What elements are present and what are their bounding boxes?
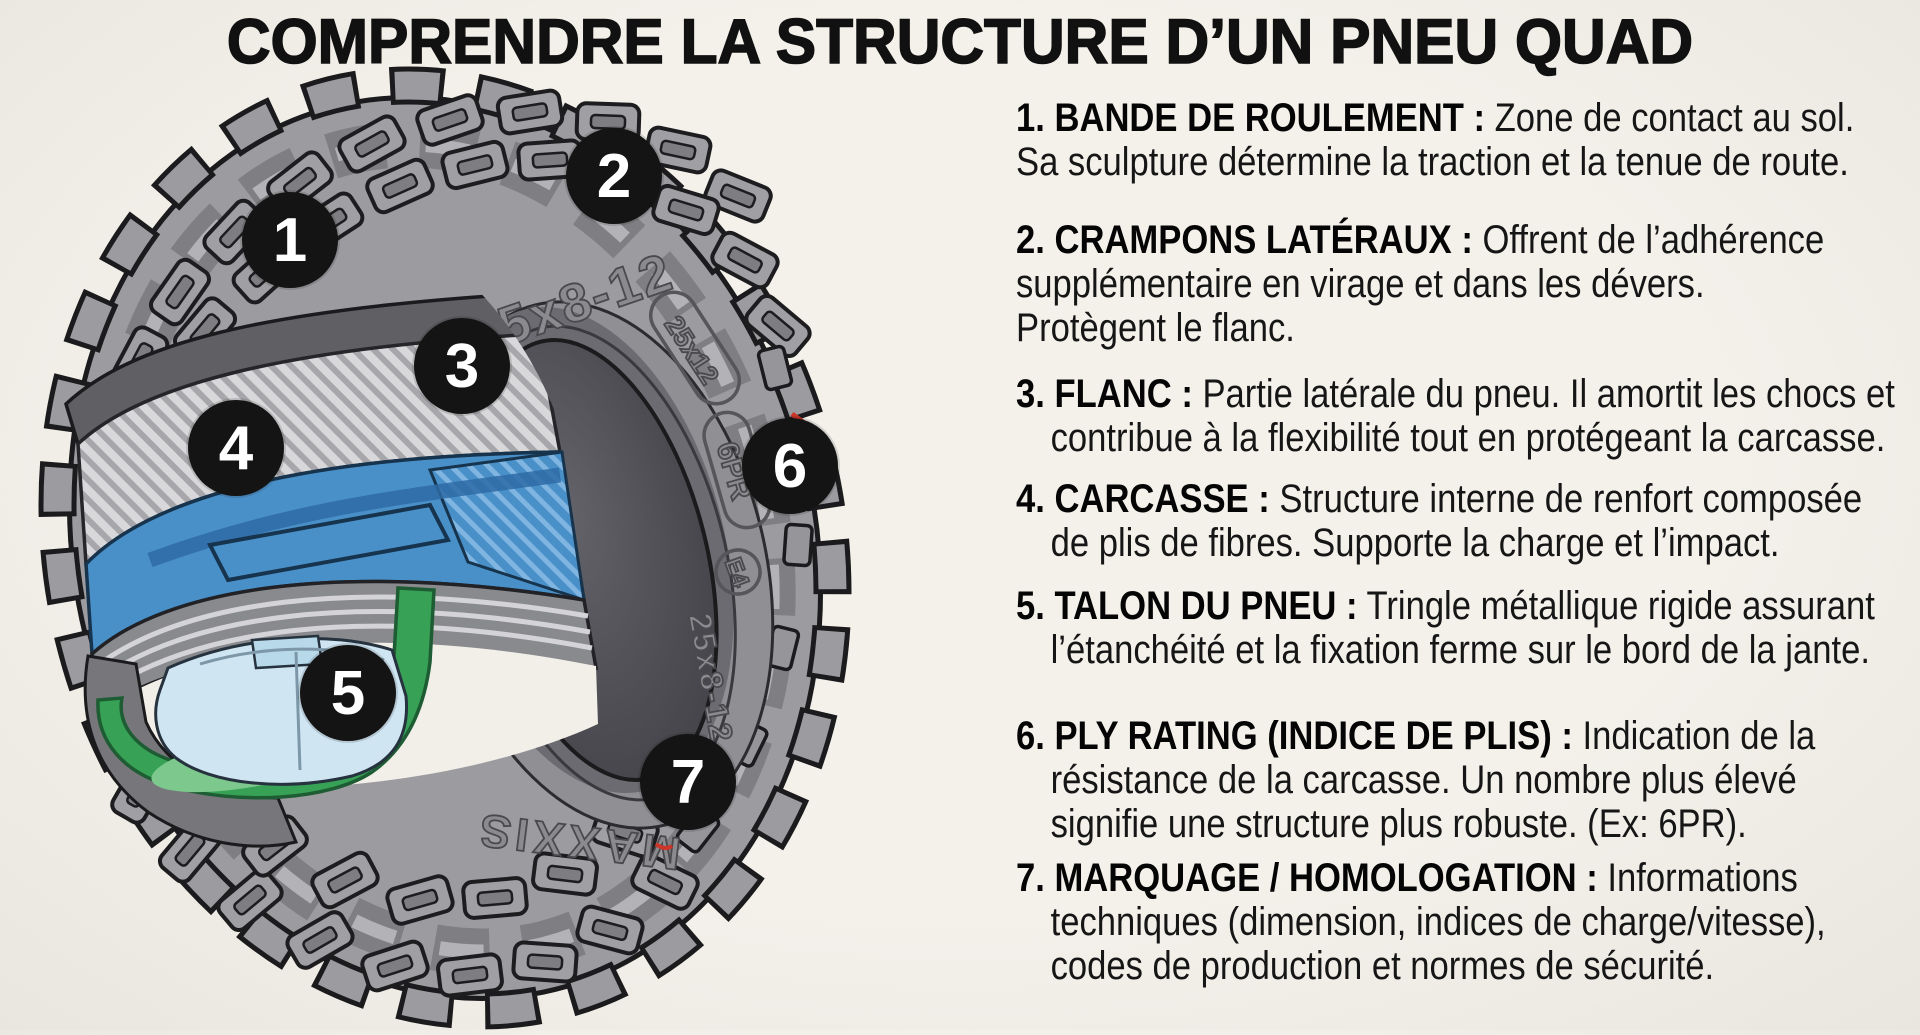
- legend-label: 7. MARQUAGE / HOMOLOGATION :: [1016, 856, 1598, 900]
- legend: 1. BANDE DE ROULEMENT : Zone de contact …: [1016, 96, 1916, 988]
- callout-1: 1: [242, 192, 338, 288]
- legend-label: 2. CRAMPONS LATÉRAUX :: [1016, 218, 1473, 262]
- tread-slot: [385, 874, 455, 926]
- tread-slot: [744, 293, 812, 359]
- tread-slot: [511, 940, 579, 984]
- callout-2: 2: [566, 128, 662, 224]
- tread-slot: [575, 904, 645, 956]
- tread-slot: [703, 168, 773, 224]
- legend-item-6: 6. PLY RATING (INDICE DE PLIS) : Indicat…: [1016, 714, 1816, 846]
- tread-slot: [365, 157, 435, 215]
- callout-3: 3: [414, 318, 510, 414]
- legend-item-4: 4. CARCASSE : Structure interne de renfo…: [1016, 477, 1863, 565]
- red-artifact-mark: [654, 842, 674, 851]
- tread-slot: [216, 867, 284, 933]
- callout-4: 4: [188, 400, 284, 496]
- callout-5: 5: [300, 645, 396, 741]
- tread-slot: [360, 939, 430, 993]
- belt-inset-outline: [206, 502, 452, 583]
- tire-diagram: 25x8-12 25x12 6PR E4 25x8-12 MAXXIS: [38, 66, 852, 1030]
- tread-slot: [710, 230, 780, 290]
- tread-knobs: [110, 88, 814, 998]
- page-title: COMPRENDRE LA STRUCTURE D’UN PNEU QUAD: [226, 6, 1694, 78]
- legend-label: 4. CARCASSE :: [1016, 477, 1270, 521]
- tread-slot: [651, 183, 721, 237]
- tread-slot: [440, 139, 510, 191]
- legend-item-5: 5. TALON DU PNEU : Tringle métallique ri…: [1016, 584, 1875, 672]
- tread-slot: [310, 850, 380, 910]
- tread-slot: [149, 257, 211, 327]
- tire-illustration: 25x8-12 25x12 6PR E4 25x8-12 MAXXIS: [38, 66, 852, 1030]
- tread-slot: [436, 952, 504, 998]
- tread-slot: [461, 876, 529, 920]
- sidewall-tab: [756, 344, 794, 392]
- legend-label: 3. FLANC :: [1016, 372, 1193, 416]
- tread-slot: [516, 138, 584, 182]
- legend-item-1: 1. BANDE DE ROULEMENT : Zone de contact …: [1016, 96, 1855, 184]
- tread-slot: [630, 853, 700, 911]
- tread-slot: [285, 910, 355, 970]
- legend-label: 5. TALON DU PNEU :: [1016, 584, 1358, 628]
- callout-6: 6: [742, 418, 838, 514]
- cord-line: [95, 623, 593, 699]
- sidewall-tab: [782, 522, 814, 568]
- belt-stripe: [147, 467, 562, 568]
- tread-slot: [415, 93, 485, 147]
- legend-label: 6. PLY RATING (INDICE DE PLIS) :: [1016, 714, 1573, 758]
- legend-item-3: 3. FLANC : Partie latérale du pneu. Il a…: [1016, 372, 1895, 460]
- legend-item-2: 2. CRAMPONS LATÉRAUX : Offrent de l’adhé…: [1016, 218, 1825, 350]
- tread-slot: [495, 88, 565, 136]
- callout-7: 7: [640, 734, 736, 830]
- tread-slot: [337, 114, 407, 174]
- cord-line: [92, 594, 589, 670]
- tread-slot: [531, 851, 599, 897]
- legend-item-7: 7. MARQUAGE / HOMOLOGATION : Information…: [1016, 856, 1826, 988]
- legend-label: 1. BANDE DE ROULEMENT :: [1016, 96, 1486, 140]
- cord-line: [94, 609, 591, 685]
